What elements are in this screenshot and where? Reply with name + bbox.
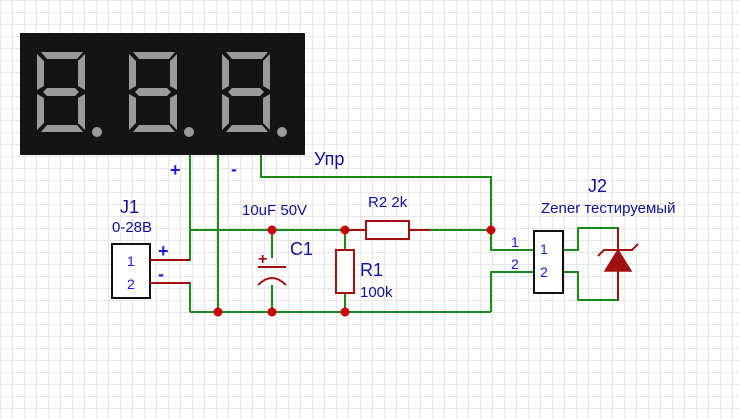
resistor-r2: R2 2k: [345, 194, 430, 240]
zener-triangle: [603, 248, 633, 272]
c1-polarity: +: [258, 251, 267, 268]
display-digit-1: [37, 52, 102, 137]
r1-ref: R1: [360, 260, 383, 280]
r1-body: [335, 249, 355, 294]
r2-body: [365, 220, 410, 240]
capacitor-c1: + C1 10uF 50V: [242, 202, 313, 286]
j2-pin2: 2: [540, 264, 548, 280]
c1-value: 10uF 50V: [242, 202, 307, 219]
c1-ref: C1: [290, 239, 313, 259]
junction-dot: [340, 307, 350, 317]
display-control-label: Упр: [314, 149, 344, 169]
j2-net-pin1: 1: [511, 234, 519, 250]
j2-net-pin2: 2: [511, 256, 519, 272]
j1-pin1: 1: [127, 253, 135, 269]
zener-diode: [597, 228, 639, 300]
connector-j2: 1 2 1 2 J2 Zener тестируемый: [511, 176, 675, 294]
j1-body: [111, 243, 151, 299]
display-digit-3: [222, 52, 287, 137]
j2-ref: J2: [588, 176, 607, 196]
r1-value: 100k: [360, 284, 393, 301]
seven-segment-display: [20, 33, 305, 155]
display-digit-2: [129, 52, 194, 137]
j1-pin2: 2: [127, 276, 135, 292]
r2-value: 2k: [391, 194, 407, 211]
junction-dot: [213, 307, 223, 317]
r2-ref: R2: [368, 194, 387, 211]
j1-plus-label: +: [158, 241, 169, 261]
resistor-r1: R1 100k: [335, 249, 393, 301]
j1-value: 0-28В: [112, 219, 152, 236]
j1-ref: J1: [120, 197, 139, 217]
junction-dot: [267, 225, 277, 235]
r2-label: R2 2k: [368, 194, 408, 211]
display-minus-label: -: [231, 159, 237, 179]
j1-minus-label: -: [158, 264, 164, 284]
connector-j1: 1 2 + - J1 0-28В: [111, 197, 190, 299]
junction-dot: [267, 307, 277, 317]
display-plus-label: +: [170, 160, 181, 180]
junction-dot: [486, 225, 496, 235]
j2-body: [533, 230, 564, 294]
j2-pin1: 1: [540, 241, 548, 257]
j2-value: Zener тестируемый: [541, 200, 675, 217]
